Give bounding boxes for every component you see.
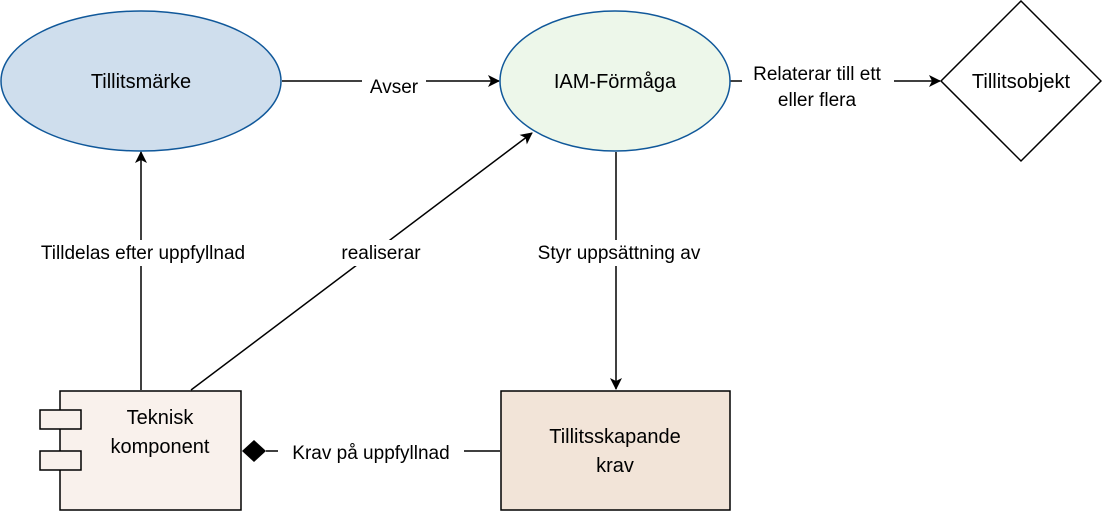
edge-label-styr-group: Styr uppsättning av bbox=[522, 240, 716, 266]
node-tillitsobjekt-label: Tillitsobjekt bbox=[972, 71, 1071, 93]
node-tillitsobjekt[interactable]: Tillitsobjekt bbox=[939, 0, 1102, 163]
node-iam-formaga[interactable]: IAM-Förmåga bbox=[499, 10, 731, 152]
node-krav-line1: Tillitsskapande bbox=[549, 426, 681, 448]
edge-label-relaterar-line1: Relaterar till ett bbox=[753, 64, 881, 85]
node-teknisk-komponent[interactable]: Teknisk komponent bbox=[39, 390, 242, 511]
edge-label-tilldelas-group: Tilldelas efter uppfyllnad bbox=[22, 240, 264, 266]
component-port-bottom bbox=[39, 450, 82, 471]
node-krav-line2: krav bbox=[596, 455, 634, 477]
component-port-top bbox=[39, 409, 82, 430]
edge-label-realiserar: realiserar bbox=[341, 243, 421, 264]
node-teknisk-line1: Teknisk bbox=[127, 407, 195, 429]
edge-label-krav-pa-group: Krav på uppfyllnad bbox=[278, 440, 464, 464]
edge-label-krav-pa: Krav på uppfyllnad bbox=[292, 443, 449, 464]
node-teknisk-line2: komponent bbox=[111, 436, 210, 458]
node-tillitsskapande-krav[interactable]: Tillitsskapande krav bbox=[500, 390, 731, 511]
edge-label-avser: Avser bbox=[370, 77, 419, 98]
node-tillitsmarke-label: Tillitsmärke bbox=[91, 71, 191, 93]
node-tillitsmarke[interactable]: Tillitsmärke bbox=[0, 10, 282, 152]
edge-label-relaterar-line2: eller flera bbox=[778, 90, 857, 111]
node-iam-formaga-label: IAM-Förmåga bbox=[554, 71, 677, 93]
composition-diamond bbox=[242, 440, 266, 462]
edge-label-realiserar-group: realiserar bbox=[332, 240, 432, 266]
edge-label-styr: Styr uppsättning av bbox=[538, 243, 701, 264]
edge-label-tilldelas: Tilldelas efter uppfyllnad bbox=[41, 243, 245, 264]
edge-label-relaterar-group: Relaterar till ett eller flera bbox=[742, 62, 894, 112]
edge-label-avser-group: Avser bbox=[362, 72, 426, 98]
